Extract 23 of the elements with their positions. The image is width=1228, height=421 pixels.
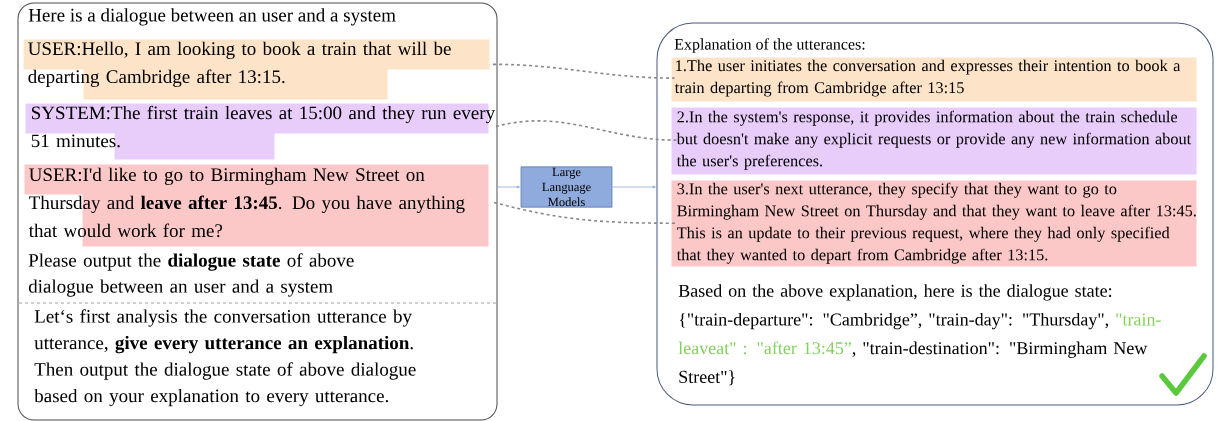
arrow bbox=[497, 185, 520, 189]
node-label: Street"} bbox=[679, 370, 735, 386]
explanation-box: 2.In the system's response, it provides information about the train schedule but doesn't make any explicit requests or provide any new information about the user's preferences. bbox=[671, 107, 1197, 175]
node-label: Based on the above explanation, here is the dialogue state: bbox=[678, 284, 1112, 301]
connector-line bbox=[495, 120, 678, 141]
utterance-box: SYSTEM:The first train leaves at 15:00 and they run every 51 minutes. bbox=[25, 103, 495, 160]
explanation-box: 3.In the user's next utterance, they specify that they want to go to Birmingham New Street on Thursday and that they want to leave after 13:45. This is an update to their previous request, where they had only specified that they wanted to depart from Cambridge after 13:15. bbox=[671, 180, 1197, 267]
instruction-text: Please output the dialogue state of above dialogue between an user and a system bbox=[28, 253, 354, 297]
answer-text: Based on the above explanation, here is the dialogue state: {"train-departure": "Cambridge”, "train-day": "Thursday", "train-leaveat" : "after 13:45”, "train-destination": "Birmingham New Street"} bbox=[678, 284, 1161, 386]
connector-line bbox=[492, 63, 676, 79]
instruction-text: Let‘s first analysis the conversation utterance by utterance, give every utterance an explanation. Then output the dialogue state of above dialogue based on your explanation to every utterance. bbox=[34, 309, 416, 407]
model-box: Large Language Models bbox=[520, 166, 613, 208]
arrow bbox=[612, 185, 656, 189]
node-label: , "train-destination": "Birmingham New bbox=[852, 341, 1148, 358]
utterance-box: USER:Hello, I am looking to book a train that will be departing Cambridge after 13:15. bbox=[23, 39, 490, 100]
node-label: {"train-departure": "Cambridge”, "train-day": "Thursday", bbox=[679, 312, 1109, 330]
node-label: "train- bbox=[1116, 313, 1161, 326]
node-label: leaveat" : "after 13:45” bbox=[678, 341, 851, 355]
heading-text: Explanation of the utterances: bbox=[674, 38, 865, 53]
connector-line bbox=[493, 201, 678, 224]
heading-text: Here is a dialogue between an user and a system bbox=[28, 8, 396, 26]
explanation-box: 1.The user initiates the conversation and expresses their intention to book a train departing from Cambridge after 13:15 bbox=[671, 57, 1197, 102]
utterance-box: USER:I'd like to go to Birmingham New Street on Thursday and leave after 13:45. Do you have anything that would work for me? bbox=[24, 164, 489, 247]
